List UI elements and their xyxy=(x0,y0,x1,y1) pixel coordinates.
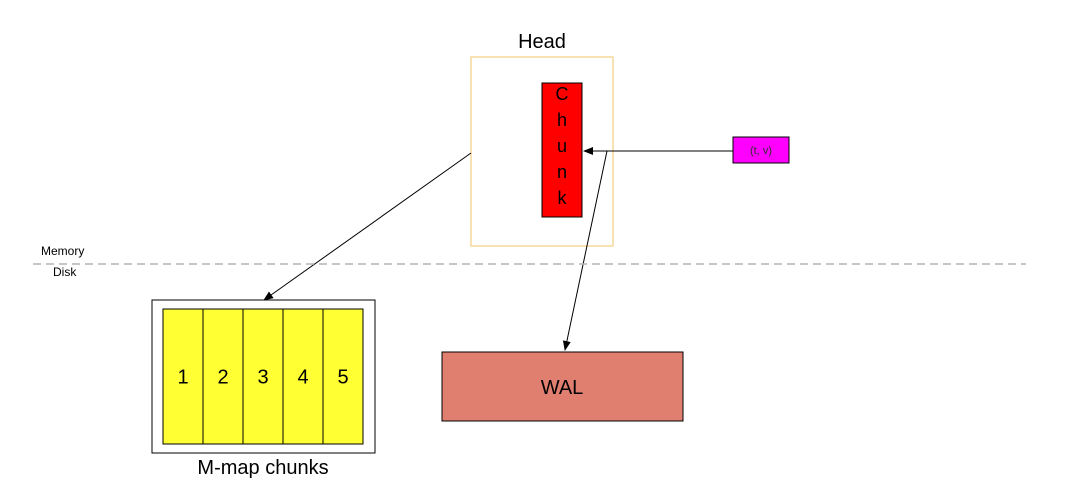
mmap-cell-label: 1 xyxy=(177,367,188,389)
mmap-caption: M-map chunks xyxy=(197,457,328,479)
mmap-cell-label: 4 xyxy=(297,367,308,389)
sample-rect xyxy=(732,136,790,164)
mmap-cell-rect xyxy=(322,308,364,445)
sample-label: (t, v) xyxy=(750,145,772,157)
mmap-cell-label: 2 xyxy=(217,367,228,389)
mmap-cell-1: 1 xyxy=(162,308,204,445)
chunk-letter: h xyxy=(557,110,567,130)
mmap-cell-rect xyxy=(282,308,324,445)
mmap-cell-rect xyxy=(162,308,204,445)
mmap-cell-5: 5 xyxy=(322,308,364,445)
mmap-cell-label: 5 xyxy=(337,367,348,389)
wal-label: WAL xyxy=(541,377,584,399)
disk-label: Disk xyxy=(53,265,77,279)
memory-label: Memory xyxy=(41,244,84,258)
mmap-cell-2: 2 xyxy=(202,308,244,445)
chunk-letter: n xyxy=(557,162,567,182)
chunk-letter: k xyxy=(558,188,568,208)
chunk-letter: C xyxy=(556,84,569,104)
wal-rect xyxy=(441,351,684,422)
chunk-letter: u xyxy=(557,136,567,156)
head-title: Head xyxy=(518,31,566,53)
head-to-mmap-arrow xyxy=(263,152,472,301)
mmap-cell-4: 4 xyxy=(282,308,324,445)
mmap-cell-3: 3 xyxy=(242,308,284,445)
chunk-rect xyxy=(541,82,583,218)
wal-block: WAL xyxy=(441,351,684,422)
mmap-chunks: 1 2 3 4 5 xyxy=(151,299,376,454)
mmap-cells: 1 2 3 4 5 xyxy=(162,308,364,445)
head-to-wal-arrow xyxy=(562,150,608,351)
mmap-cell-label: 3 xyxy=(257,367,268,389)
sample-block: (t, v) xyxy=(732,136,790,164)
